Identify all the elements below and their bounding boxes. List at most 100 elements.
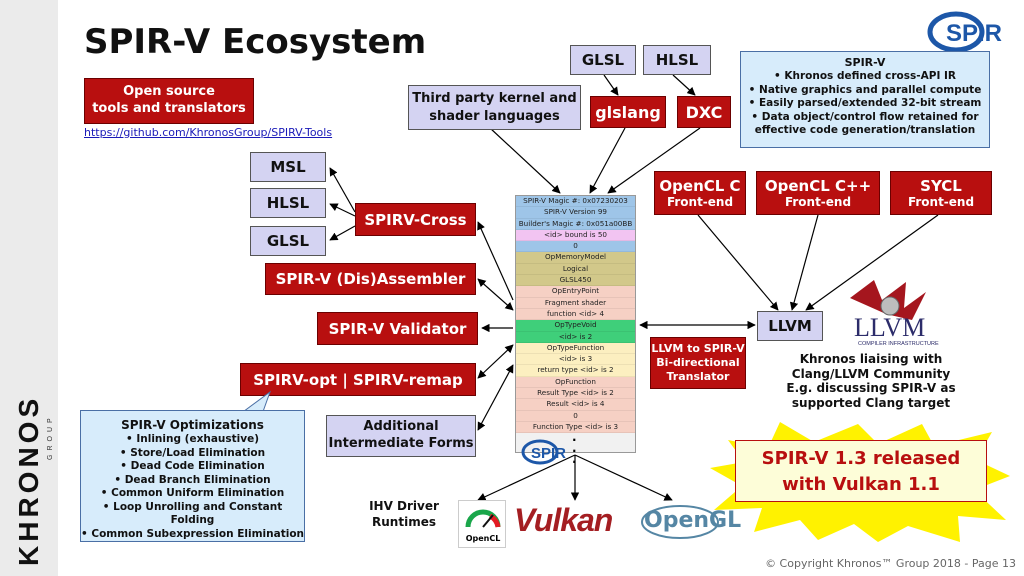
github-link[interactable]: https://github.com/KhronosGroup/SPIRV-To… — [84, 126, 333, 139]
binary-row: <id> is 3 — [516, 354, 635, 366]
khronos-note-line1: Khronos liaising with — [799, 352, 943, 366]
ihv-line1: IHV Driver — [369, 499, 439, 513]
frontend-sycl-name: SYCL — [920, 177, 962, 195]
spirv-info-bullet-3-text: Easily parsed/extended 32-bit stream — [758, 97, 982, 109]
spirv-info-bullet-4-text: Data object/control flow retained for — [761, 110, 979, 123]
binary-row: SPIR-V Version 99 — [516, 207, 635, 219]
open-source-box: Open source tools and translators — [84, 78, 254, 124]
spir-logo-text: SPIR — [946, 20, 1002, 47]
frontend-opencl-cpp-name: OpenCL C++ — [764, 177, 872, 195]
binary-row: OpTypeFunction — [516, 342, 635, 355]
opengl-logo: OpenGL — [640, 502, 741, 542]
llvm-box: LLVM — [757, 311, 823, 341]
third-party-box: Third party kernel and shader languages — [408, 85, 581, 130]
frontend-sycl: SYCL Front-end — [890, 171, 992, 215]
third-party-line2: shader languages — [429, 108, 560, 124]
optimizations-title: SPIR-V Optimizations — [121, 418, 264, 432]
spirv-info-bullet-2-text: Native graphics and parallel compute — [759, 83, 982, 96]
optimization-item-5-text: Common Uniform Elimination — [111, 487, 285, 499]
spirv-assembler-box: SPIR-V (Dis)Assembler — [265, 263, 476, 295]
optimization-item-1: Inlining (exhaustive) — [81, 433, 304, 447]
binary-row: Result <id> is 4 — [516, 399, 635, 411]
spirv-info-bullet-5-text: effective code generation/translation — [754, 124, 976, 136]
spirv-info-bullet-2: • Native graphics and parallel compute — [748, 83, 982, 96]
binary-footer: SPIR ··· — [516, 433, 635, 473]
optimization-item-6: Loop Unrolling and Constant Folding — [81, 501, 304, 528]
opencl-gauge-icon — [465, 509, 501, 528]
optimization-item-7-text: Common Subexpression Elimination — [91, 527, 305, 540]
spirv-info-bullet-3: • Easily parsed/extended 32-bit stream — [748, 97, 982, 109]
binary-row: <id> bound is 50 — [516, 229, 635, 242]
khronos-note-line4: supported Clang target — [791, 395, 951, 410]
binary-row: Fragment shader — [516, 297, 635, 309]
spirv-cross-box: SPIRV-Cross — [355, 203, 476, 236]
spirv-info-bullet-5: effective code generation/translation — [741, 124, 989, 138]
binary-row: OpMemoryModel — [516, 252, 635, 264]
spirv-info-bullet-1-text: Khronos defined cross-API IR — [784, 70, 956, 82]
binary-row: Function Type <id> is 3 — [516, 421, 635, 434]
frontend-opencl-c-sub: Front-end — [666, 195, 734, 209]
ihv-label: IHV Driver Runtimes — [360, 498, 448, 530]
llvm-translator-box: LLVM to SPIR-V Bi-directional Translator — [650, 337, 746, 389]
dragon-head-icon — [880, 296, 900, 316]
optimization-item-4: Dead Branch Elimination — [81, 474, 304, 488]
binary-ellipsis: ··· — [572, 433, 577, 470]
spirv-info-title: SPIR-V — [844, 56, 886, 69]
binary-row: OpFunction — [516, 376, 635, 389]
optimizations-list: Inlining (exhaustive) Store/Load Elimina… — [81, 433, 304, 541]
binary-row: OpTypeVoid — [516, 320, 635, 332]
optimization-item-3-text: Dead Code Elimination — [130, 460, 265, 472]
frontend-opencl-cpp: OpenCL C++ Front-end — [756, 171, 880, 215]
binary-row: OpEntryPoint — [516, 286, 635, 298]
frontend-sycl-sub: Front-end — [907, 195, 975, 209]
llvm-logo-text: LLVM — [854, 313, 925, 342]
spir-logo: SPIR — [927, 11, 1002, 53]
opencl-logo: OpenCL — [458, 500, 506, 548]
release-line2: with Vulkan 1.1 — [782, 474, 940, 495]
binary-row: function <id> 4 — [516, 308, 635, 321]
optimization-item-6-text: Loop Unrolling and Constant Folding — [113, 500, 283, 527]
spirv-info-box: SPIR-V • Khronos defined cross-API IR • … — [740, 51, 990, 148]
optimization-item-1-text: Inlining (exhaustive) — [136, 433, 260, 445]
binary-spir-logo: SPIR — [521, 439, 566, 465]
binary-row: 0 — [516, 241, 635, 253]
binary-row: <id> is 2 — [516, 331, 635, 343]
optimization-item-4-text: Dead Branch Elimination — [124, 473, 271, 486]
binary-spir-swoosh — [521, 439, 559, 465]
ihv-line2: Runtimes — [372, 515, 436, 529]
intermediate-line2: Intermediate Forms — [328, 436, 474, 451]
khronos-note-line2: Clang/LLVM Community — [791, 366, 951, 381]
output-msl: MSL — [250, 152, 326, 182]
binary-row: SPIR-V Magic #: 0x07230203 — [516, 196, 635, 208]
copyright-footer: © Copyright Khronos™ Group 2018 - Page 1… — [765, 557, 1016, 570]
dxc-box: DXC — [677, 96, 731, 128]
binary-row: Logical — [516, 263, 635, 276]
release-box: SPIR-V 1.3 released with Vulkan 1.1 — [735, 440, 987, 502]
khronos-group-label: GROUP — [47, 414, 54, 460]
binary-row: Result Type <id> is 2 — [516, 388, 635, 400]
release-line1: SPIR-V 1.3 released — [761, 448, 961, 469]
output-glsl: GLSL — [250, 226, 326, 256]
open-source-line1: Open source — [123, 84, 215, 100]
khronos-wordmark: KHRONOS — [13, 395, 44, 566]
vulkan-logo: Vulkan — [514, 502, 613, 538]
khronos-logo: KHRONOS GROUP — [13, 395, 54, 566]
binary-row: return type <id> is 2 — [516, 365, 635, 377]
binary-row: 0 — [516, 410, 635, 422]
optimization-item-5: Common Uniform Elimination — [81, 487, 304, 501]
page-title: SPIR-V Ecosystem — [84, 22, 427, 62]
llvm-logo-sub: COMPILER INFRASTRUCTURE — [858, 341, 939, 347]
optimization-item-2-text: Store/Load Elimination — [130, 446, 266, 459]
sidebar — [0, 0, 58, 576]
spirv-validator-box: SPIR-V Validator — [317, 312, 478, 345]
spir-logo-swoosh — [927, 11, 985, 53]
khronos-note: Khronos liaising with Clang/LLVM Communi… — [756, 352, 986, 410]
input-glsl: GLSL — [570, 45, 636, 75]
translator-line2: Bi-directional — [656, 356, 740, 370]
output-hlsl: HLSL — [250, 188, 326, 218]
binary-spir-text: SPIR — [531, 445, 566, 462]
frontend-opencl-c: OpenCL C Front-end — [654, 171, 746, 215]
